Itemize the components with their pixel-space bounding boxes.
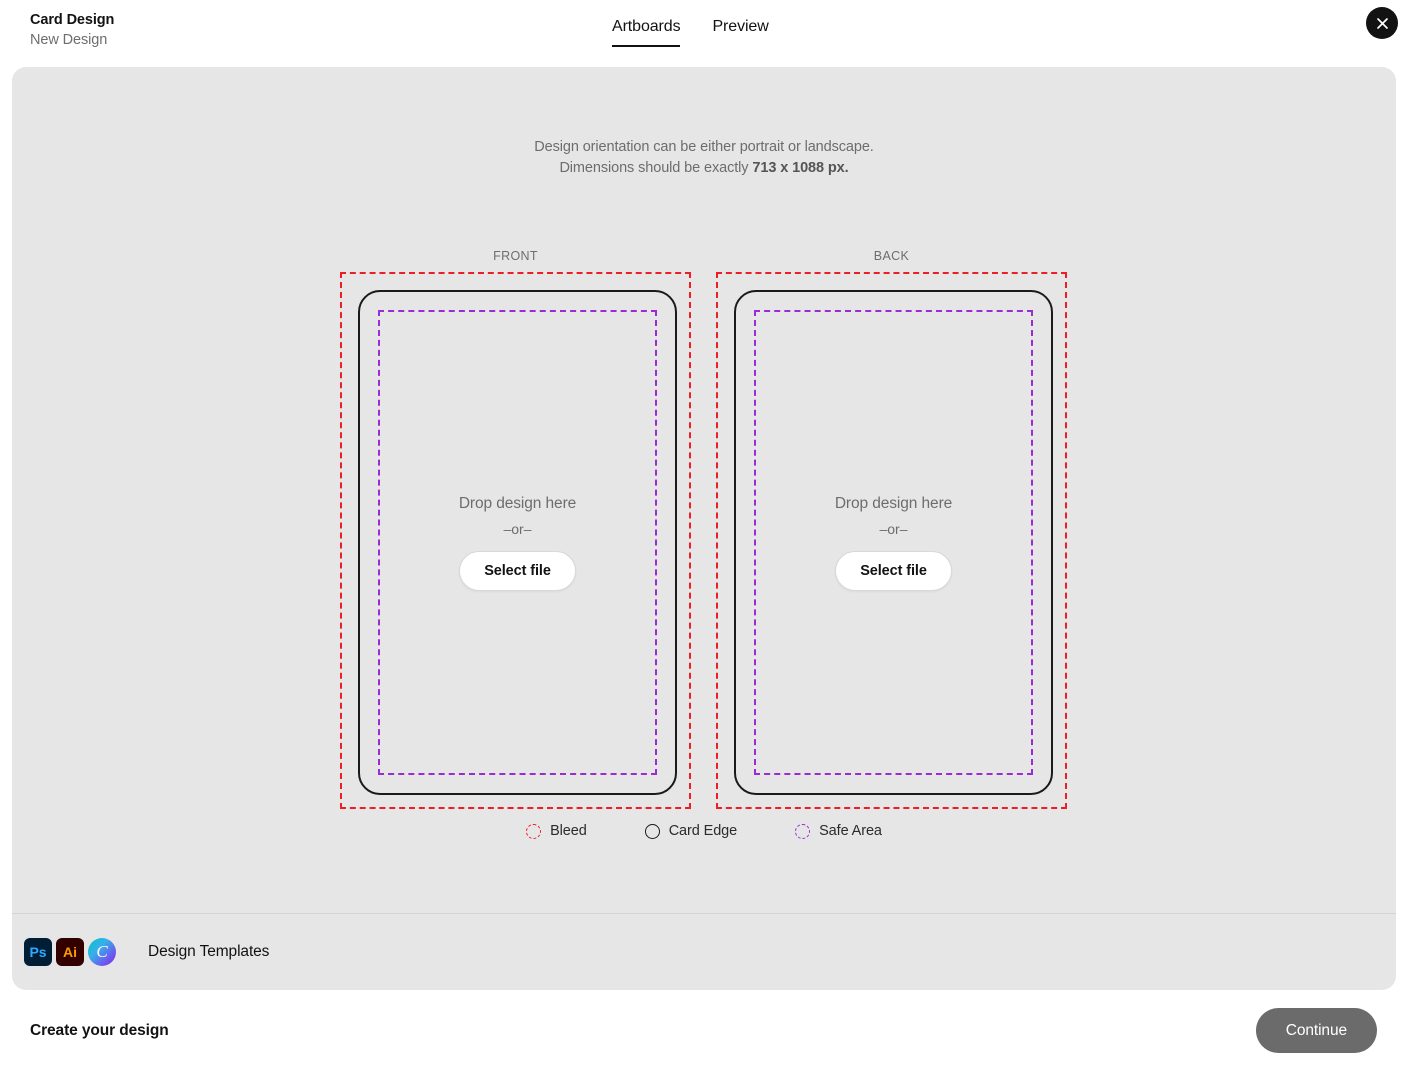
artboard-front-safe-area-boundary: [378, 310, 657, 775]
page-title: Card Design: [30, 12, 115, 28]
back-select-file-button[interactable]: Select file: [835, 550, 952, 591]
design-canvas-panel: Design orientation can be either portrai…: [12, 67, 1396, 990]
legend-label-bleed: Bleed: [550, 823, 587, 839]
notice-line-orientation: Design orientation can be either portrai…: [534, 139, 874, 155]
artboard-front: FRONT Drop design here –or– Select file: [340, 249, 691, 809]
artboard-back-label: BACK: [873, 249, 910, 263]
front-or-text: –or–: [503, 520, 532, 537]
photoshop-icon[interactable]: Ps: [24, 938, 52, 966]
boundary-legend: Bleed Card Edge Safe Area: [12, 823, 1396, 839]
illustrator-icon[interactable]: Ai: [56, 938, 84, 966]
artboard-back-dropzone[interactable]: Drop design here –or– Select file: [718, 274, 1069, 811]
template-app-icons: Ps Ai C: [24, 938, 116, 966]
canva-icon[interactable]: C: [88, 938, 116, 966]
artboard-back: BACK Drop design here –or– Select file: [716, 249, 1067, 809]
back-or-text: –or–: [879, 520, 908, 537]
page-subtitle: New Design: [30, 32, 108, 48]
legend-label-card-edge: Card Edge: [668, 823, 738, 839]
legend-item-bleed: Bleed: [526, 823, 587, 839]
app-header: Card Design New Design Artboards Preview: [0, 0, 1408, 67]
front-select-file-button[interactable]: Select file: [459, 550, 576, 591]
artboard-front-dropzone[interactable]: Drop design here –or– Select file: [342, 274, 693, 811]
artboard-back-card-edge-boundary: [734, 290, 1053, 795]
artboard-back-bleed-boundary: Drop design here –or– Select file: [716, 272, 1067, 809]
footer-title: Create your design: [30, 1022, 169, 1039]
legend-item-card-edge: Card Edge: [644, 823, 738, 839]
design-templates-label[interactable]: Design Templates: [148, 943, 270, 960]
safe-area-swatch-icon: [795, 823, 811, 839]
artboard-front-label: FRONT: [493, 249, 538, 263]
back-drop-text: Drop design here: [834, 494, 953, 512]
close-button[interactable]: [1366, 7, 1398, 39]
front-drop-text: Drop design here: [458, 494, 577, 512]
artboard-back-safe-area-boundary: [754, 310, 1033, 775]
footer-bar: Create your design Continue: [0, 990, 1408, 1070]
design-templates-bar: Ps Ai C Design Templates: [12, 913, 1396, 990]
card-edge-swatch-icon: [644, 823, 660, 839]
tab-bar: Artboards Preview: [612, 18, 769, 47]
notice-dimensions-prefix: Dimensions should be exactly: [559, 160, 753, 176]
close-icon: [1376, 17, 1388, 29]
artboard-list: FRONT Drop design here –or– Select file …: [340, 249, 1067, 809]
notice-dimensions-value: 713 x 1088 px.: [752, 160, 849, 176]
notice-line-dimensions: Dimensions should be exactly 713 x 1088 …: [12, 158, 1396, 179]
artboard-front-bleed-boundary: Drop design here –or– Select file: [340, 272, 691, 809]
artboard-front-card-edge-boundary: [358, 290, 677, 795]
continue-button[interactable]: Continue: [1255, 1008, 1377, 1053]
dimension-notice: Design orientation can be either portrai…: [12, 137, 1396, 179]
tab-artboards[interactable]: Artboards: [612, 18, 681, 47]
header-title-block: Card Design New Design: [30, 10, 114, 50]
legend-item-safe-area: Safe Area: [795, 823, 882, 839]
bleed-swatch-icon: [526, 823, 542, 839]
tab-preview[interactable]: Preview: [712, 18, 769, 35]
legend-label-safe-area: Safe Area: [819, 823, 882, 839]
